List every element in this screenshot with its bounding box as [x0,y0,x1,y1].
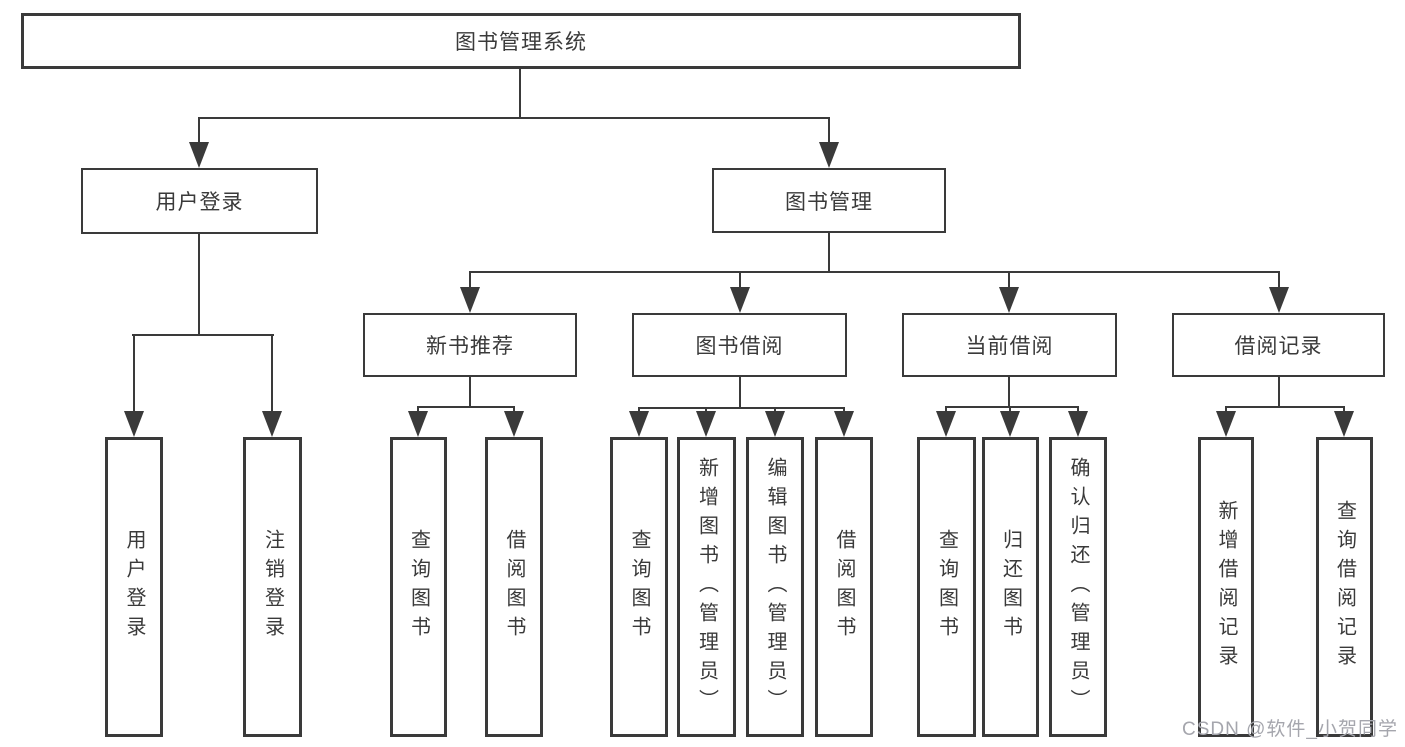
connector-drop-leaf [705,407,707,413]
connector-drop-leaf [513,406,515,413]
leaf-edit-book-admin: 编辑图书（管理员） [746,437,804,737]
node-root-library-system: 图书管理系统 [21,13,1021,69]
leaf-query-books-current-label: 查询图书 [935,529,958,645]
arrow-down-icon [1216,411,1236,437]
arrow-down-icon [696,411,716,437]
arrow-down-icon [629,411,649,437]
leaf-logout: 注销登录 [243,437,302,737]
connector-current-borrow-stem [1008,377,1010,408]
node-book-management: 图书管理 [712,168,946,233]
arrow-down-icon [460,287,480,313]
connector-book-borrow-stem [739,377,741,409]
connector-drop-leaf [774,407,776,413]
connector-current-borrow-bus [945,406,1079,408]
leaf-query-books-borrow-label: 查询图书 [628,529,650,645]
leaf-query-books-borrow: 查询图书 [610,437,668,737]
node-root-label: 图书管理系统 [455,31,587,54]
node-borrow-records: 借阅记录 [1172,313,1385,377]
connector-book-management-bus [469,271,1280,273]
connector-drop-leaf [638,407,640,413]
connector-drop-leaf [1077,406,1079,413]
arrow-down-icon [1334,411,1354,437]
leaf-add-book-admin: 新增图书（管理员） [677,437,736,737]
node-new-book-recommend: 新书推荐 [363,313,577,377]
arrow-down-icon [124,411,144,437]
arrow-down-icon [262,411,282,437]
connector-new-book-stem [469,377,471,408]
arrow-down-icon [408,411,428,437]
arrow-down-icon [1000,411,1020,437]
arrow-down-icon [730,287,750,313]
leaf-logout-label: 注销登录 [261,529,284,645]
connector-root-bus [198,117,830,119]
connector-borrow-record-bus [1225,406,1345,408]
connector-drop-leaf [843,407,845,413]
leaf-borrow-books-newbook-label: 借阅图书 [503,529,525,645]
arrow-down-icon [834,411,854,437]
node-book-borrow-label: 图书借阅 [695,335,784,358]
connector-new-book-bus [417,406,515,408]
arrow-down-icon [999,287,1019,313]
node-borrow-records-label: 借阅记录 [1234,335,1323,358]
connector-borrow-record-stem [1278,377,1280,408]
arrow-down-icon [936,411,956,437]
connector-drop-leaf [133,334,135,414]
arrow-down-icon [504,411,524,437]
connector-user-login-stem [198,234,200,336]
connector-drop-leaf [417,406,419,413]
connector-drop-borrow-record [1278,271,1280,289]
connector-drop-new-book [469,271,471,289]
leaf-query-borrow-record: 查询借阅记录 [1316,437,1373,737]
arrow-down-icon [819,142,839,168]
leaf-add-borrow-record-label: 新增借阅记录 [1215,500,1237,674]
node-book-management-label: 图书管理 [785,190,873,214]
connector-drop-leaf [1225,406,1227,413]
connector-drop-book-management [828,117,830,145]
arrow-down-icon [765,411,785,437]
node-current-borrow-label: 当前借阅 [965,335,1054,358]
node-current-borrow: 当前借阅 [902,313,1117,377]
leaf-borrow-books-borrow-label: 借阅图书 [833,529,855,645]
arrow-down-icon [1068,411,1088,437]
leaf-add-book-admin-label: 新增图书（管理员） [695,456,718,718]
leaf-confirm-return-admin-label: 确认归还（管理员） [1067,456,1089,718]
leaf-borrow-books-borrow: 借阅图书 [815,437,873,737]
leaf-query-books-current: 查询图书 [917,437,976,737]
leaf-return-book-label: 归还图书 [999,529,1022,645]
leaf-user-login-label: 用户登录 [123,529,145,645]
node-user-login: 用户登录 [81,168,318,234]
connector-drop-leaf [1343,406,1345,413]
connector-root-stem [519,69,521,119]
connector-drop-leaf [1009,406,1011,413]
leaf-borrow-books-newbook: 借阅图书 [485,437,543,737]
connector-drop-leaf [271,334,273,414]
arrow-down-icon [1269,287,1289,313]
leaf-user-login: 用户登录 [105,437,163,737]
leaf-add-borrow-record: 新增借阅记录 [1198,437,1254,737]
node-book-borrow: 图书借阅 [632,313,847,377]
watermark: CSDN @软件_小贺同学 [1182,719,1398,740]
connector-book-borrow-bus [638,407,845,409]
connector-drop-book-borrow [739,271,741,289]
connector-user-login-bus [132,334,274,336]
connector-drop-current-borrow [1008,271,1010,289]
node-user-login-label: 用户登录 [155,191,244,214]
leaf-query-books-newbook: 查询图书 [390,437,447,737]
connector-drop-user-login [198,117,200,145]
leaf-return-book: 归还图书 [982,437,1039,737]
arrow-down-icon [189,142,209,168]
connector-book-management-stem [828,233,830,273]
leaf-query-borrow-record-label: 查询借阅记录 [1333,500,1356,674]
leaf-edit-book-admin-label: 编辑图书（管理员） [764,456,786,718]
leaf-query-books-newbook-label: 查询图书 [407,529,430,645]
node-new-book-recommend-label: 新书推荐 [426,335,514,358]
connector-drop-leaf [945,406,947,413]
leaf-confirm-return-admin: 确认归还（管理员） [1049,437,1107,737]
